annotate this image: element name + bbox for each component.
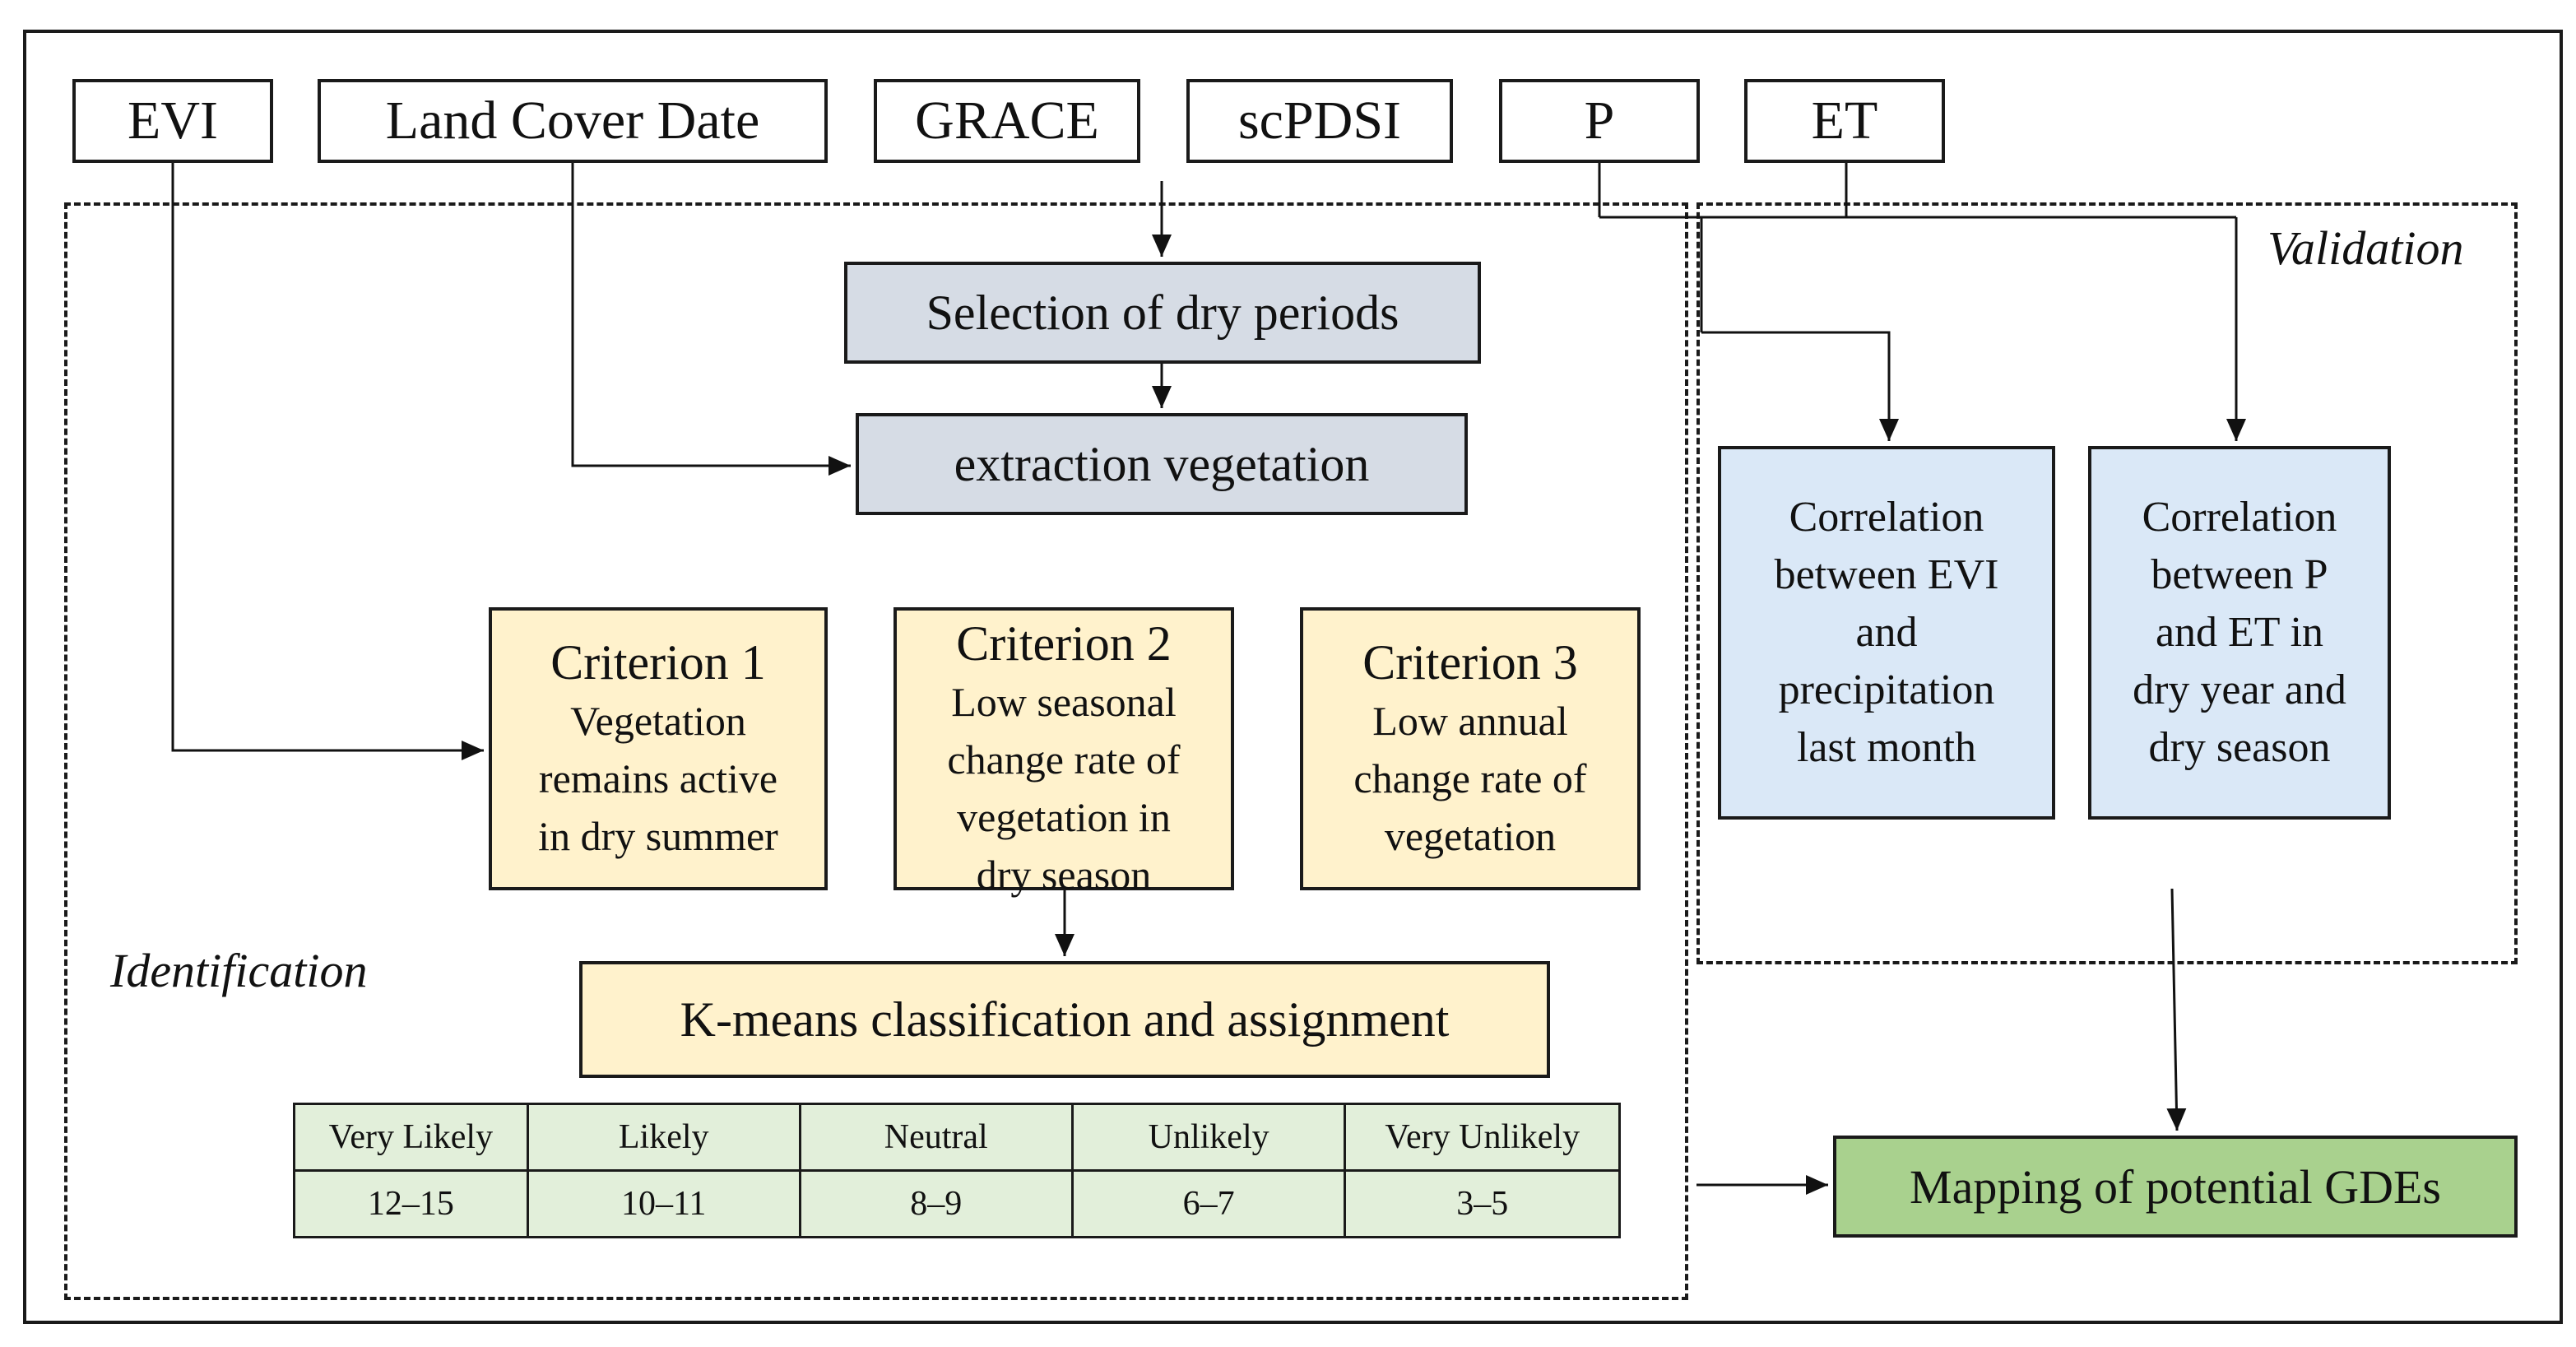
outer-frame — [23, 30, 2563, 1324]
validation-region — [1696, 202, 2518, 964]
scale-score-neutral: 8–9 — [798, 1169, 1074, 1238]
criterion-3-line-1: Low annual — [1372, 698, 1568, 744]
criterion-3-line-3: vegetation — [1384, 813, 1557, 859]
validation-1-line-2: between EVI — [1774, 551, 1999, 598]
criterion-3-line-2: change rate of — [1353, 755, 1587, 801]
validation-1-line-4: precipitation — [1778, 667, 1995, 713]
source-grace: GRACE — [874, 79, 1140, 163]
validation-1-line-5: last month — [1796, 724, 1977, 771]
mapping-gdes-box: Mapping of potential GDEs — [1833, 1136, 2518, 1238]
criterion-2-line-1: Low seasonal — [951, 679, 1177, 725]
source-evi: EVI — [72, 79, 273, 163]
criterion-1-line-1: Vegetation — [570, 698, 746, 744]
validation-evi-precip-box: Correlation between EVI and precipitatio… — [1718, 446, 2055, 820]
table-row: Very Likely Likely Neutral Unlikely Very… — [293, 1103, 1621, 1172]
criterion-1-line-2: remains active — [538, 755, 778, 801]
selection-dry-periods-box: Selection of dry periods — [844, 262, 1481, 364]
table-row: 12–15 10–11 8–9 6–7 3–5 — [293, 1169, 1621, 1238]
scale-score-very-unlikely: 3–5 — [1344, 1169, 1621, 1238]
validation-2-line-4: dry year and — [2133, 667, 2346, 713]
criterion-2-line-3: vegetation in — [957, 794, 1171, 840]
criterion-2-line-2: change rate of — [947, 736, 1181, 783]
validation-p-et-box: Correlation between P and ET in dry year… — [2088, 446, 2391, 820]
scale-category-likely: Likely — [526, 1103, 801, 1172]
source-scpdsi: scPDSI — [1186, 79, 1453, 163]
extraction-vegetation-box: extraction vegetation — [856, 413, 1468, 515]
validation-label: Validation — [2267, 221, 2464, 275]
validation-2-line-5: dry season — [2148, 724, 2331, 771]
identification-region — [64, 202, 1688, 1300]
scale-score-likely: 10–11 — [526, 1169, 801, 1238]
criterion-2-title: Criterion 2 — [956, 616, 1172, 671]
scale-score-very-likely: 12–15 — [293, 1169, 529, 1238]
identification-label: Identification — [110, 944, 368, 997]
criterion-2-line-4: dry season — [976, 852, 1152, 898]
criterion-3-box: Criterion 3 Low annual change rate of ve… — [1300, 607, 1641, 890]
criterion-1-title: Criterion 1 — [550, 635, 766, 690]
scale-category-neutral: Neutral — [798, 1103, 1074, 1172]
scale-category-very-likely: Very Likely — [293, 1103, 529, 1172]
criterion-2-box: Criterion 2 Low seasonal change rate of … — [893, 607, 1234, 898]
criterion-3-title: Criterion 3 — [1362, 635, 1578, 690]
criterion-1-box: Criterion 1 Vegetation remains active in… — [489, 607, 828, 890]
likelihood-scale-table: Very Likely Likely Neutral Unlikely Very… — [293, 1103, 1621, 1238]
source-land-cover-date: Land Cover Date — [318, 79, 828, 163]
scale-category-very-unlikely: Very Unlikely — [1344, 1103, 1621, 1172]
validation-2-line-2: between P — [2151, 551, 2328, 598]
source-et: ET — [1744, 79, 1945, 163]
validation-1-line-3: and — [1855, 609, 1918, 656]
source-p: P — [1499, 79, 1700, 163]
scale-score-unlikely: 6–7 — [1070, 1169, 1347, 1238]
kmeans-box: K-means classification and assignment — [579, 961, 1550, 1078]
criterion-1-line-3: in dry summer — [538, 813, 778, 859]
validation-1-line-1: Correlation — [1789, 494, 1984, 541]
scale-category-unlikely: Unlikely — [1070, 1103, 1347, 1172]
validation-2-line-3: and ET in — [2155, 609, 2324, 656]
validation-2-line-1: Correlation — [2142, 494, 2337, 541]
